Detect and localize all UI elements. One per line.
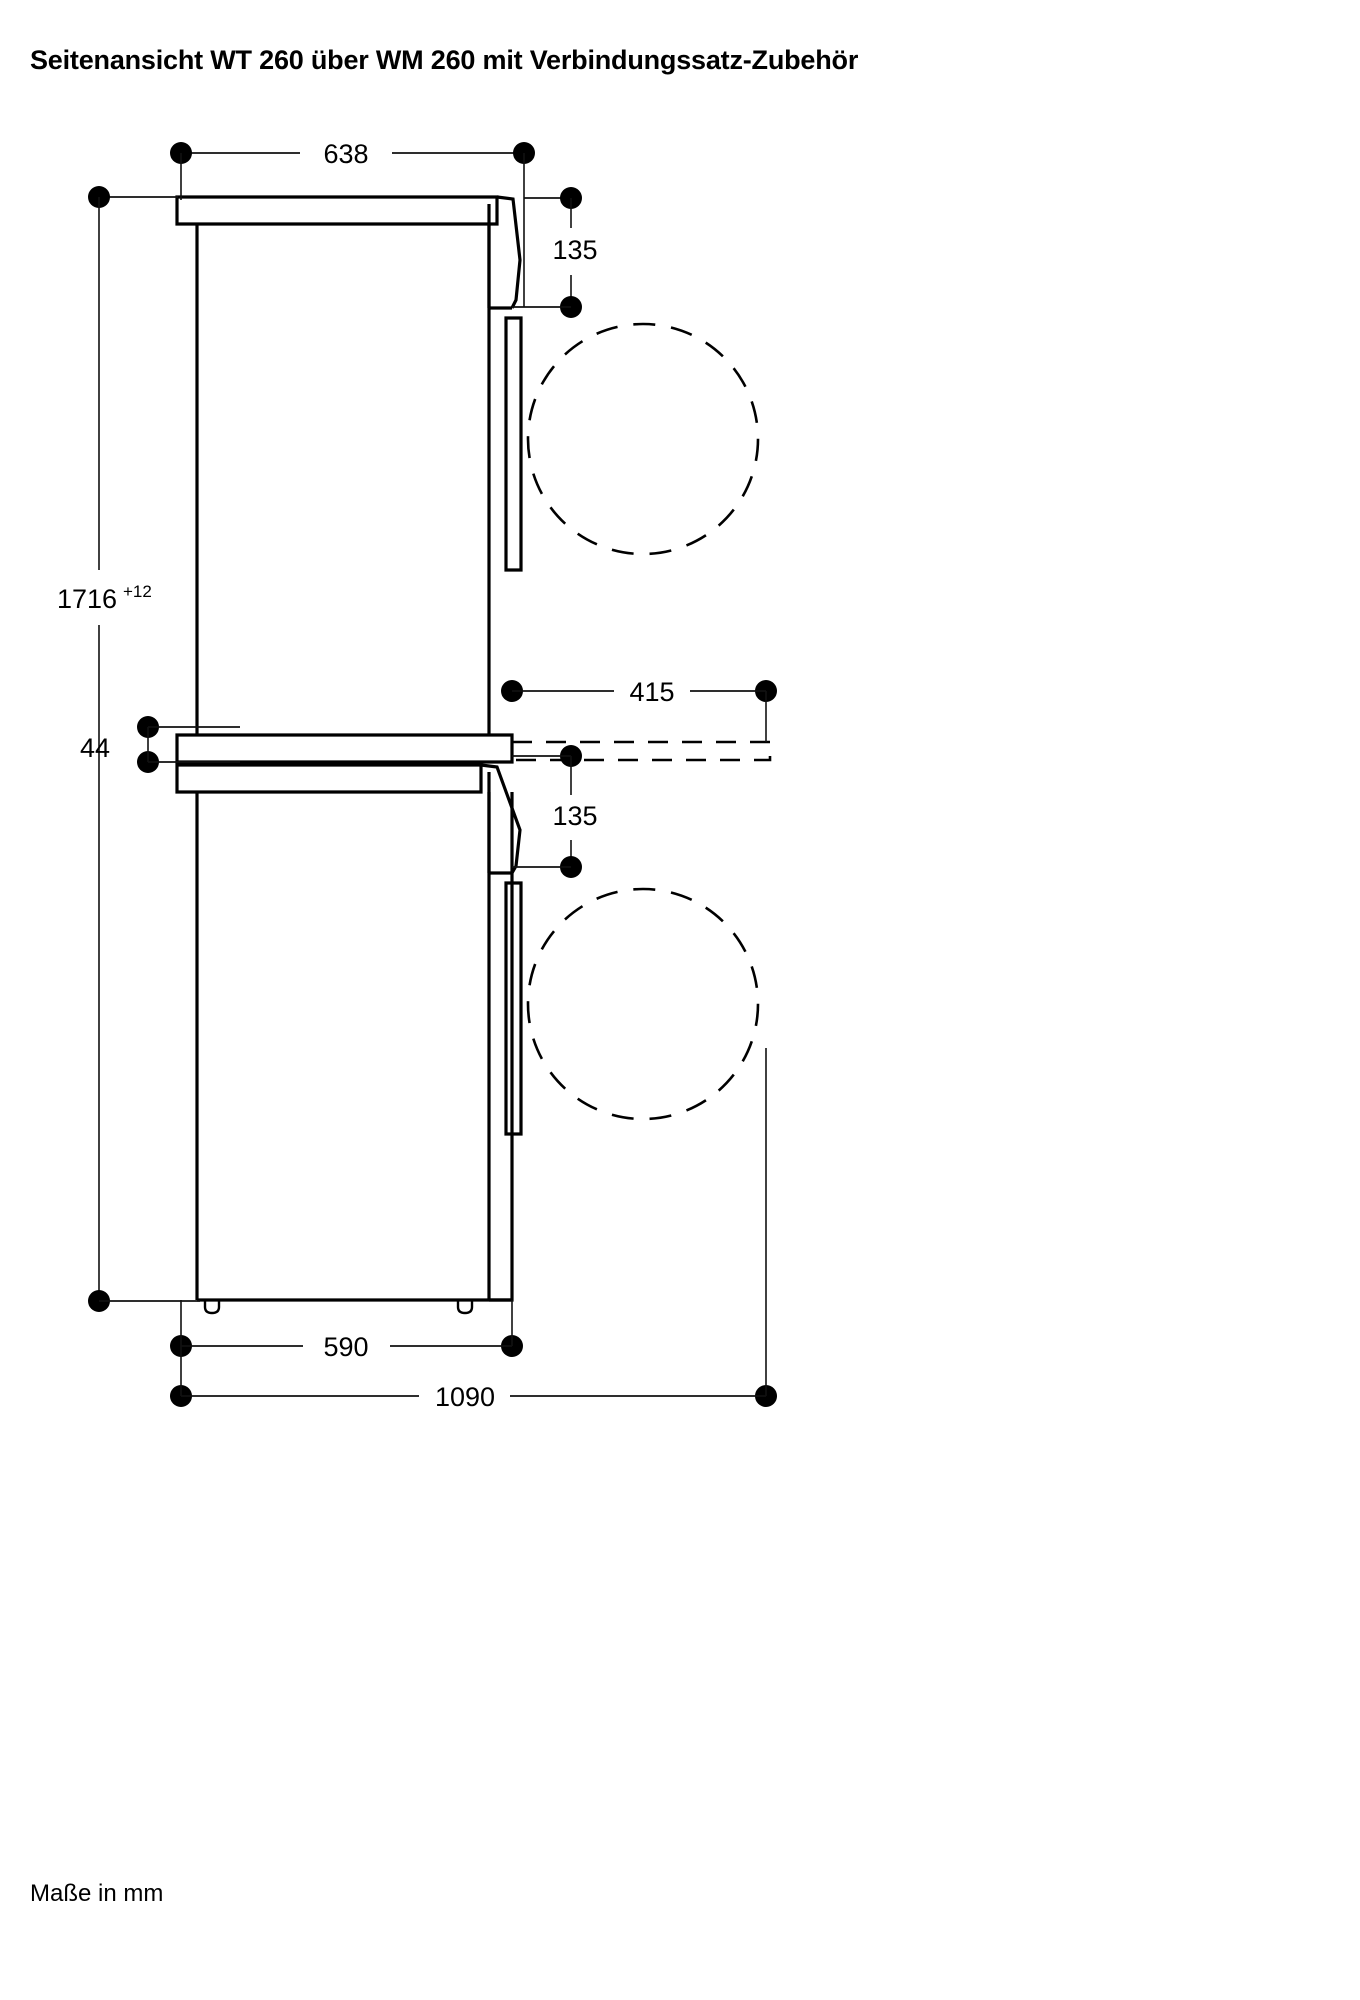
dryer-door-swing-arc <box>526 322 760 556</box>
dimension-1090: 1090 <box>170 1048 777 1412</box>
washer-foot-left <box>203 1300 221 1315</box>
dimension-label-1716: 1716 <box>57 584 117 614</box>
dimension-label-44: 44 <box>80 733 110 763</box>
units-note: Maße in mm <box>30 1880 164 1907</box>
dimension-label-415: 415 <box>629 677 674 707</box>
washer-top-panel <box>175 763 483 794</box>
dryer-fascia-profile <box>496 195 522 309</box>
dimension-415: 415 <box>501 677 777 742</box>
dryer-top-panel <box>175 195 499 226</box>
dimension-1716: 1716 +12 <box>57 186 200 1312</box>
connecting-kit-shelf <box>512 740 772 762</box>
dimension-label-1716-tolerance: +12 <box>123 582 152 601</box>
dimension-44: 44 <box>80 716 240 773</box>
dryer-unit-wt260 <box>175 195 760 764</box>
dimension-label-135-bottom: 135 <box>552 801 597 831</box>
dimension-label-135-top: 135 <box>552 235 597 265</box>
page-title: Seitenansicht WT 260 über WM 260 mit Ver… <box>30 45 859 75</box>
washer-door-closed <box>504 881 523 1136</box>
dimension-label-638: 638 <box>323 139 368 169</box>
dimension-590: 590 <box>170 1300 523 1362</box>
dimension-label-590: 590 <box>323 1332 368 1362</box>
washer-fascia-profile <box>480 763 522 874</box>
washer-door-swing-arc <box>526 887 760 1121</box>
dryer-door-closed <box>504 316 523 572</box>
washer-foot-right <box>456 1300 474 1315</box>
dimension-135-top: 135 <box>512 187 598 318</box>
dimension-638: 638 <box>170 139 535 307</box>
dimension-label-1090: 1090 <box>435 1382 495 1412</box>
washer-unit-wm260 <box>175 763 760 1315</box>
dryer-bottom-plinth <box>175 733 514 764</box>
connecting-kit-outline <box>512 740 772 762</box>
washer-outer-right-edge <box>489 792 514 1302</box>
dimension-135-bottom: 135 <box>512 745 598 878</box>
